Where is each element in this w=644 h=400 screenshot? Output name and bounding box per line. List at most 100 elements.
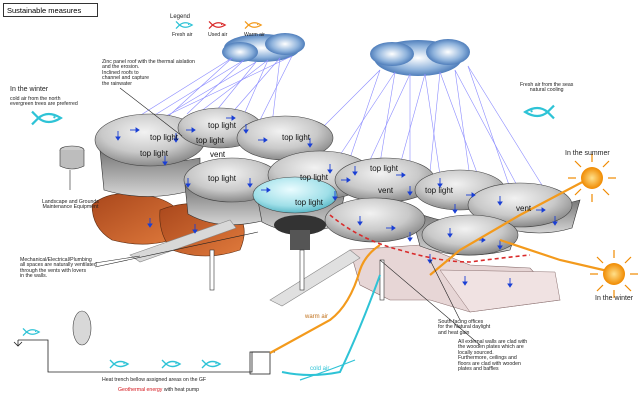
heat-trench-note: Heat trench bellow assigned areas on the…: [102, 377, 207, 383]
vent-label: vent: [378, 186, 394, 195]
sun-summer-icon: [568, 154, 616, 202]
legend-warm-air-label: Warm air: [244, 32, 265, 38]
airflow-arrow-icon: [341, 177, 351, 183]
top-light-label: top light: [140, 149, 169, 158]
equipment-cylinder: [59, 145, 85, 170]
fresh-air-fish-icon: [31, 110, 63, 126]
top-light-label: top light: [295, 198, 324, 207]
rain-line: [454, 69, 471, 179]
summer-heading: In the summer: [565, 150, 610, 157]
fresh-air-fish-icon: [161, 359, 182, 369]
airflow-arrow-icon: [243, 124, 249, 134]
vent-label: vent: [210, 150, 226, 159]
airflow-arrow-icon: [507, 278, 513, 288]
dark-core: [274, 215, 326, 250]
airflow-arrow-icon: [147, 218, 153, 228]
cold-air-label: cold air: [310, 366, 330, 372]
page-title: Sustainable measures: [3, 3, 98, 17]
rain-line: [424, 73, 441, 176]
cold-air-line-2: [299, 359, 356, 381]
top-light-label: top light: [425, 186, 454, 195]
rain-line: [467, 65, 511, 189]
cloud-left-icon: [222, 33, 305, 62]
top-light-label: top light: [196, 136, 225, 145]
ramp: [129, 219, 361, 307]
warm-air-line: [269, 244, 381, 354]
airflow-arrow-icon: [185, 178, 191, 188]
airflow-arrow-icon: [386, 225, 396, 231]
airflow-arrow-icon: [447, 228, 453, 238]
airflow-fish-arrows: [22, 20, 555, 369]
airflow-arrow-icon: [407, 186, 413, 196]
fresh-air-fish-icon: [109, 359, 130, 369]
rain-line: [271, 57, 281, 125]
rain-line: [429, 71, 441, 173]
zinc-roof-note: Zinc panel roof with the thermal aislati…: [102, 59, 195, 87]
warm-air-label: warm air: [305, 314, 329, 320]
airflow-arrow-icon: [357, 216, 363, 226]
rain-line: [229, 57, 281, 116]
airflow-arrow-icon: [497, 240, 503, 250]
rain-line: [174, 61, 257, 111]
warm-air-line-sun-summer: [429, 177, 591, 276]
rain-line: [259, 55, 293, 121]
legend-warm-air-icon: [244, 20, 263, 30]
airflow-arrow-icon: [327, 164, 333, 174]
legend-used-air-icon: [208, 20, 227, 30]
mep-note: Mechanical/Electrical/Plumbing all space…: [20, 257, 97, 280]
rain-line: [339, 71, 396, 156]
external-walls-note: All external walls are clad with the woo…: [458, 339, 528, 373]
rain-line: [379, 71, 396, 164]
used-air-dashed-line: [329, 214, 531, 263]
airflow-arrow-icon: [173, 133, 179, 143]
pink-structure: [349, 244, 561, 313]
top-light-label: top light: [282, 133, 311, 142]
top-light-label: top light: [208, 121, 237, 130]
airflow-arrow-icon: [261, 187, 271, 193]
airflow-arrow-icon: [352, 166, 358, 176]
airflow-arrow-icon: [497, 196, 503, 206]
geothermal-energy-label: Geothermal energy: [118, 387, 163, 393]
legend-fresh-air-icon: [175, 20, 194, 30]
airflow-arrow-icon: [307, 138, 313, 148]
winter-left-heading: In the winter: [10, 86, 49, 93]
rain-line: [199, 59, 269, 113]
cloud-right-icon: [370, 39, 470, 76]
legend-fresh-air-label: Fresh air: [172, 32, 193, 38]
vent-label: vent: [516, 204, 532, 213]
airflow-arrow-icon: [162, 156, 168, 166]
dome-roofs: [94, 107, 573, 256]
rain-line: [211, 61, 257, 117]
fresh-air-fish-icon: [523, 104, 555, 120]
rain-line: [241, 59, 269, 120]
heat-trench: [13, 339, 275, 375]
legend-used-air-label: Used air: [208, 32, 228, 38]
airflow-arrow-icon: [552, 216, 558, 226]
pillars: [209, 249, 385, 301]
top-light-label: top light: [150, 133, 179, 142]
airflow-arrow-icon: [396, 172, 406, 178]
winter-left-note: cold air from the north evergreen trees …: [10, 96, 78, 108]
warm-air-line-sun-winter: [499, 238, 613, 274]
rain-line: [439, 71, 481, 182]
top-light-label: top light: [300, 173, 329, 182]
airflow-arrow-icon: [462, 276, 468, 286]
fresh-air-fish-icon: [22, 327, 41, 337]
top-light-label: top light: [208, 174, 237, 183]
airflow-arrow-icon: [186, 127, 196, 133]
rain-line: [149, 59, 245, 119]
airflow-arrow-icon: [130, 127, 140, 133]
rain-line: [369, 73, 411, 161]
airflow-arrow-icon: [437, 178, 443, 188]
airflow-arrow-icon: [466, 192, 476, 198]
cold-air-line: [281, 274, 381, 376]
top-light-label: top light: [370, 164, 399, 173]
airflow-arrow-icon: [536, 207, 546, 213]
winter-right-heading: In the winter: [595, 295, 634, 302]
airflow-arrow-icon: [192, 224, 198, 234]
rain-line: [161, 57, 233, 123]
airflow-arrow-icon: [258, 137, 268, 143]
airflow-arrow-icon: [115, 131, 121, 141]
airflow-arrows: [115, 115, 558, 288]
